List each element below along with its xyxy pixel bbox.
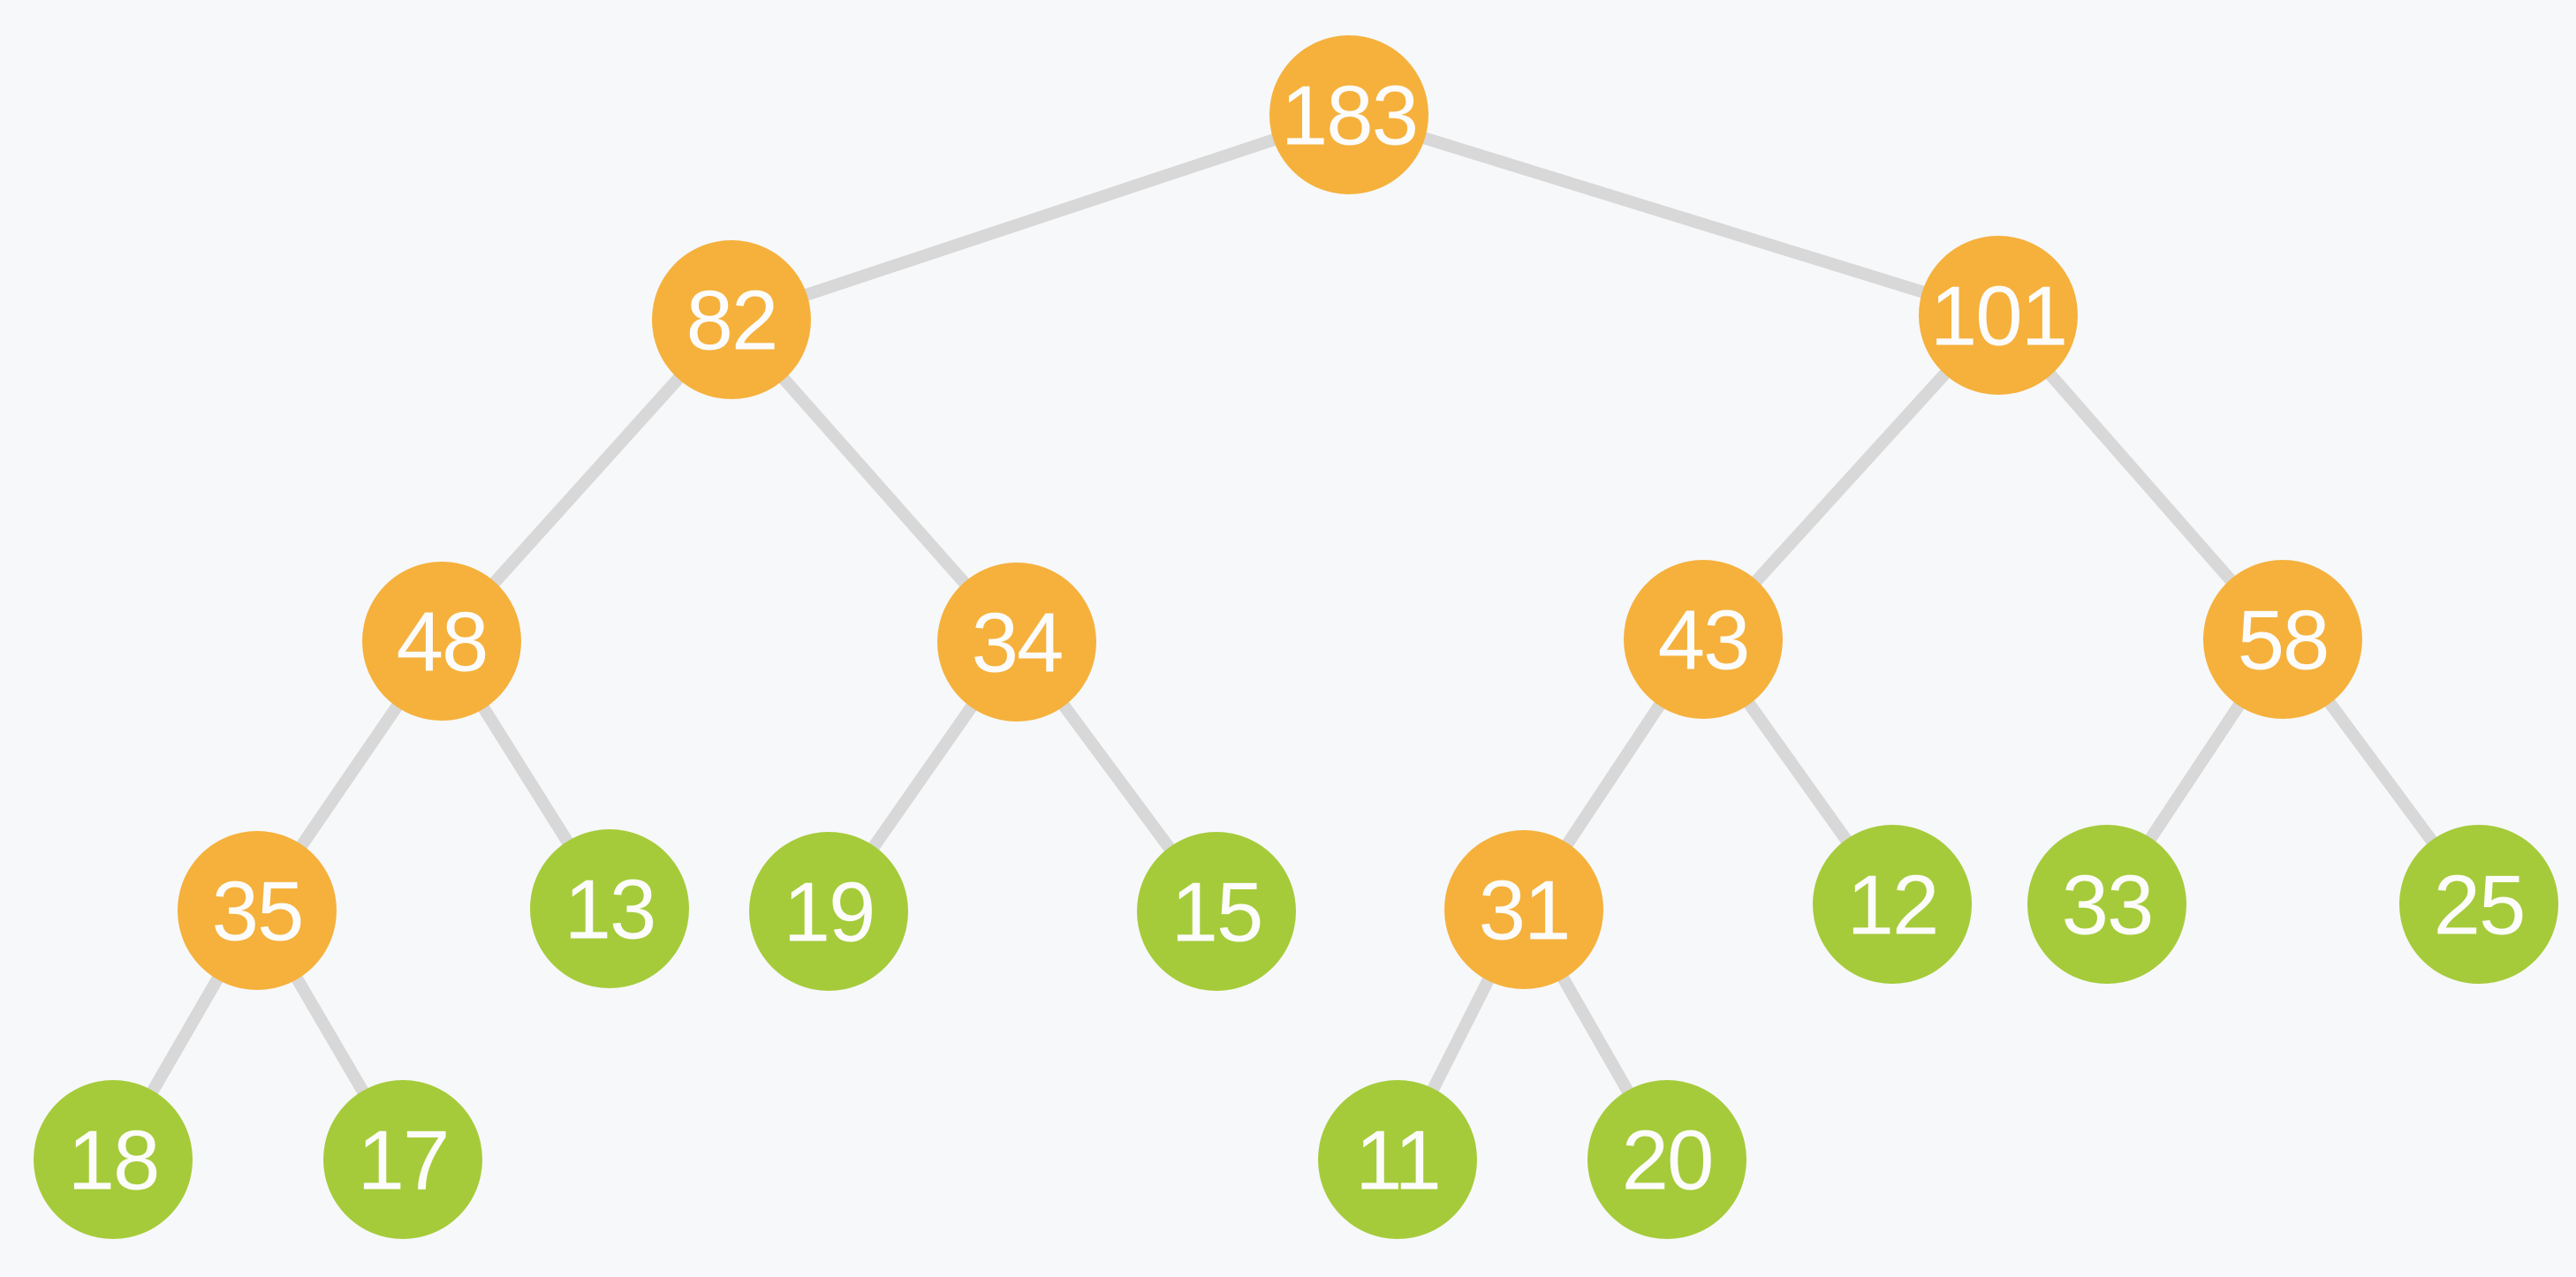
tree-node-circle-34 bbox=[937, 563, 1096, 722]
tree-node-20: 20 bbox=[1587, 1080, 1746, 1239]
tree-node-circle-17 bbox=[323, 1080, 482, 1239]
tree-node-18: 18 bbox=[34, 1080, 193, 1239]
tree-node-circle-82 bbox=[652, 240, 811, 399]
tree-node-circle-33 bbox=[2027, 825, 2186, 984]
tree-node-circle-35 bbox=[178, 831, 337, 990]
tree-node-circle-15 bbox=[1137, 832, 1296, 991]
tree-node-15: 15 bbox=[1137, 832, 1296, 991]
tree-node-circle-12 bbox=[1813, 825, 1972, 984]
tree-node-circle-101 bbox=[1919, 236, 2078, 395]
tree-node-17: 17 bbox=[323, 1080, 482, 1239]
tree-nodes-layer: 183 82 101 48 34 43 58 35 13 19 15 31 12 33 25 18 17 11 20 bbox=[34, 35, 2558, 1239]
tree-node-circle-43 bbox=[1624, 560, 1783, 719]
tree-edge-183-82 bbox=[729, 109, 1352, 326]
tree-node-circle-13 bbox=[530, 829, 689, 988]
tree-node-circle-58 bbox=[2203, 560, 2362, 719]
tree-node-circle-18 bbox=[34, 1080, 193, 1239]
tree-node-101: 101 bbox=[1919, 236, 2078, 395]
tree-node-43: 43 bbox=[1624, 560, 1783, 719]
tree-node-183: 183 bbox=[1269, 35, 1428, 194]
tree-node-25: 25 bbox=[2399, 825, 2558, 984]
tree-node-48: 48 bbox=[362, 562, 521, 721]
tree-node-33: 33 bbox=[2027, 825, 2186, 984]
tree-node-34: 34 bbox=[937, 563, 1096, 722]
tree-edge-183-101 bbox=[1346, 109, 2001, 321]
tree-node-31: 31 bbox=[1444, 830, 1603, 989]
tree-node-circle-25 bbox=[2399, 825, 2558, 984]
tree-node-35: 35 bbox=[178, 831, 337, 990]
tree-node-58: 58 bbox=[2203, 560, 2362, 719]
tree-node-12: 12 bbox=[1813, 825, 1972, 984]
tree-node-82: 82 bbox=[652, 240, 811, 399]
tree-node-circle-31 bbox=[1444, 830, 1603, 989]
tree-node-circle-48 bbox=[362, 562, 521, 721]
tree-node-13: 13 bbox=[530, 829, 689, 988]
tree-node-circle-19 bbox=[749, 832, 908, 991]
tree-node-19: 19 bbox=[749, 832, 908, 991]
tree-node-circle-20 bbox=[1587, 1080, 1746, 1239]
tree-node-circle-11 bbox=[1318, 1080, 1477, 1239]
tree-node-circle-183 bbox=[1269, 35, 1428, 194]
tree-node-11: 11 bbox=[1318, 1080, 1477, 1239]
